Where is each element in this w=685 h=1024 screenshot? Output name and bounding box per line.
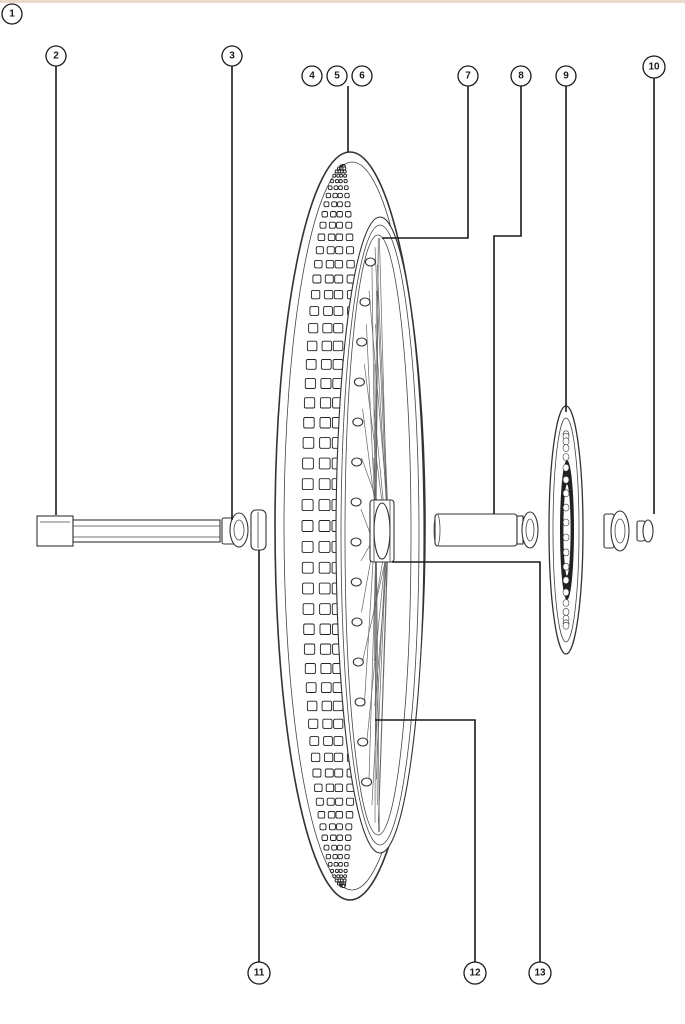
- axle-nut: [221, 512, 249, 548]
- brake-disc: [548, 405, 584, 655]
- callout-9-label: 9: [563, 71, 569, 82]
- callout-1: 1: [1, 3, 23, 25]
- callout-8: 8: [510, 65, 532, 87]
- callout-12-label: 12: [469, 968, 481, 979]
- callout-13-label: 13: [534, 968, 546, 979]
- top-border: [0, 0, 685, 3]
- callout-3: 3: [221, 45, 243, 67]
- callout-4: 4: [301, 65, 323, 87]
- callout-12: 12: [463, 961, 487, 985]
- callout-9: 9: [555, 65, 577, 87]
- callout-1-label: 1: [9, 9, 15, 20]
- callout-13: 13: [528, 961, 552, 985]
- callout-8-label: 8: [518, 71, 524, 82]
- callout-5: 5: [326, 65, 348, 87]
- spoke-nipples: [350, 257, 376, 787]
- callout-2-label: 2: [53, 51, 59, 62]
- callout-10-label: 10: [648, 62, 660, 73]
- callout-7: 7: [457, 65, 479, 87]
- spacer-sleeve: [433, 511, 539, 549]
- leader-lines: [55, 66, 655, 962]
- callout-4-label: 4: [309, 71, 315, 82]
- callout-5-label: 5: [334, 71, 340, 82]
- callout-10: 10: [642, 55, 666, 79]
- hub: [369, 499, 395, 563]
- callout-6-label: 6: [359, 71, 365, 82]
- callout-3-label: 3: [229, 51, 235, 62]
- callout-11: 11: [247, 961, 271, 985]
- bearing-nut: [603, 510, 654, 552]
- callout-11-label: 11: [254, 968, 265, 979]
- callout-2: 2: [45, 45, 67, 67]
- spacer-left: [250, 509, 267, 551]
- callout-6: 6: [351, 65, 373, 87]
- axle: [36, 515, 221, 547]
- spokes: [360, 238, 389, 832]
- callout-7-label: 7: [465, 71, 471, 82]
